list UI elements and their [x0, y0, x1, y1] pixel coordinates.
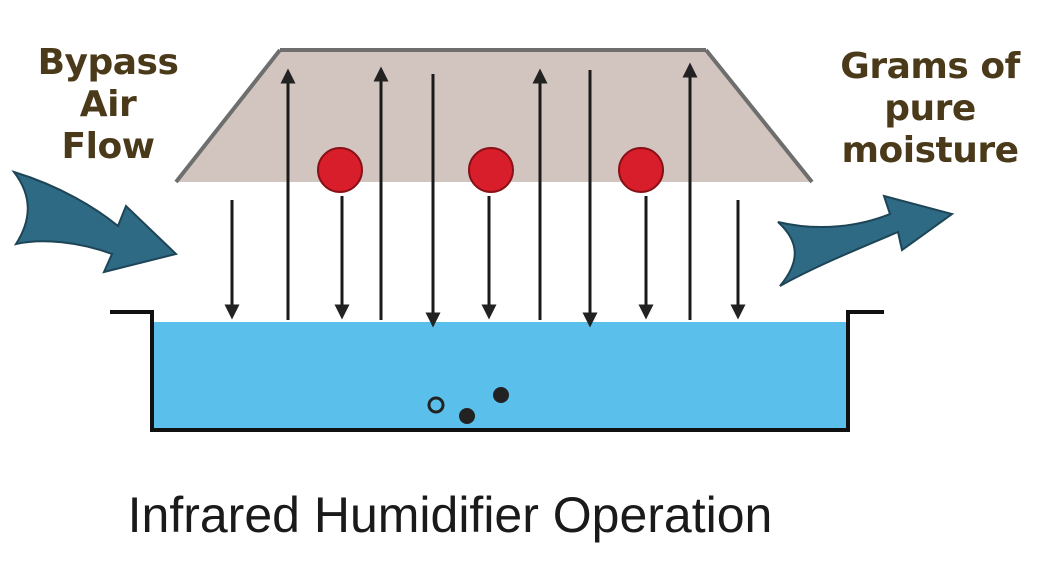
airflow-arrow-icon — [777, 194, 955, 287]
label-line: moisture — [841, 130, 1019, 171]
particle-solid — [459, 408, 475, 424]
infrared-lamp-icon-group — [317, 147, 664, 193]
label-line: Air — [79, 84, 137, 125]
particle-solid — [493, 387, 509, 403]
label-line: Flow — [61, 126, 155, 167]
infrared-lamp-icon — [317, 147, 363, 193]
housing-right-edge — [704, 48, 814, 184]
energy-arrows — [224, 62, 746, 328]
diagram-caption: Infrared Humidifier Operation — [127, 487, 773, 543]
housing-left-edge — [174, 48, 282, 184]
label-line: Grams of — [840, 46, 1020, 87]
mineral-particles — [427, 387, 509, 424]
infrared-lamp-icon — [618, 147, 664, 193]
pan-outline — [110, 310, 884, 432]
particle-hollow — [427, 396, 445, 414]
water-reservoir — [152, 322, 848, 430]
infrared-lamp-icon — [468, 147, 514, 193]
airflow-arrow-icon — [11, 170, 178, 274]
bypass-air-flow-label: Bypass Air Flow — [18, 42, 198, 168]
pure-moisture-label: Grams of pure moisture — [830, 46, 1030, 172]
label-line: pure — [884, 88, 976, 129]
label-line: Bypass — [37, 42, 179, 83]
